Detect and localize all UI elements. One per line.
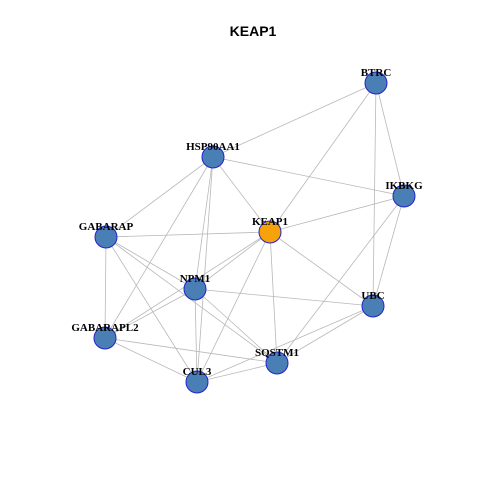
edge-gabarapl2-sqstm1 — [104, 337, 278, 364]
edge-ikbkg-keap1 — [269, 195, 405, 233]
edge-hsp90aa1-gabarapl2 — [104, 156, 214, 339]
edge-hsp90aa1-npm1 — [194, 156, 214, 290]
edge-ubc-sqstm1 — [276, 305, 374, 364]
edge-npm1-cul3 — [194, 288, 198, 383]
node-cul3[interactable]: CUL3 — [183, 366, 212, 394]
edge-gabarap-gabarapl2 — [104, 236, 107, 339]
node-label-btrc: BTRC — [361, 67, 392, 79]
edge-npm1-gabarapl2 — [104, 288, 196, 339]
node-gabarap[interactable]: GABARAP — [79, 221, 134, 249]
edge-keap1-ubc — [269, 231, 374, 307]
node-label-hsp90aa1: HSP90AA1 — [186, 141, 240, 153]
edge-npm1-sqstm1 — [194, 288, 278, 364]
node-label-gabarapl2: GABARAPL2 — [71, 322, 139, 334]
edge-gabarap-cul3 — [105, 236, 198, 383]
edge-sqstm1-cul3 — [196, 362, 278, 383]
node-circle-sqstm1[interactable] — [265, 351, 289, 375]
edge-keap1-cul3 — [196, 231, 271, 383]
edge-btrc-keap1 — [269, 82, 377, 233]
edge-ikbkg-sqstm1 — [276, 195, 405, 364]
node-gabarapl2[interactable]: GABARAPL2 — [71, 322, 139, 350]
edge-btrc-hsp90aa1 — [212, 82, 377, 158]
edge-layer — [104, 82, 405, 383]
edge-keap1-sqstm1 — [269, 231, 278, 364]
node-circle-ubc[interactable] — [361, 294, 385, 318]
node-ikbkg[interactable]: IKBKG — [385, 180, 423, 208]
edge-hsp90aa1-cul3 — [196, 156, 214, 383]
node-hsp90aa1[interactable]: HSP90AA1 — [186, 141, 240, 169]
node-btrc[interactable]: BTRC — [361, 67, 392, 95]
node-circle-btrc[interactable] — [364, 71, 388, 95]
edge-gabarapl2-cul3 — [104, 337, 198, 383]
edge-gabarap-sqstm1 — [105, 236, 278, 364]
edge-gabarap-npm1 — [105, 236, 196, 290]
node-circle-keap1[interactable] — [258, 220, 282, 244]
node-circle-ikbkg[interactable] — [392, 184, 416, 208]
node-label-keap1: KEAP1 — [252, 216, 288, 228]
node-sqstm1[interactable]: SQSTM1 — [255, 347, 299, 375]
edge-btrc-ikbkg — [375, 82, 405, 197]
node-circle-gabarap[interactable] — [94, 225, 118, 249]
node-label-gabarap: GABARAP — [79, 221, 134, 233]
node-circle-hsp90aa1[interactable] — [201, 145, 225, 169]
edge-ubc-cul3 — [196, 305, 374, 383]
edge-ikbkg-ubc — [372, 195, 405, 307]
node-label-sqstm1: SQSTM1 — [255, 347, 299, 359]
edge-hsp90aa1-keap1 — [212, 156, 271, 233]
edge-hsp90aa1-gabarap — [105, 156, 214, 238]
edge-npm1-ubc — [194, 288, 374, 307]
node-circle-cul3[interactable] — [185, 370, 209, 394]
diagram-title: KEAP1 — [230, 23, 277, 39]
edge-btrc-ubc — [372, 82, 377, 307]
edge-hsp90aa1-ikbkg — [212, 156, 405, 197]
node-npm1[interactable]: NPM1 — [180, 273, 211, 301]
node-circle-npm1[interactable] — [183, 277, 207, 301]
node-label-npm1: NPM1 — [180, 273, 211, 285]
edge-gabarap-keap1 — [105, 231, 271, 238]
node-label-ubc: UBC — [361, 290, 384, 302]
node-label-ikbkg: IKBKG — [385, 180, 423, 192]
node-keap1[interactable]: KEAP1 — [252, 216, 288, 244]
node-ubc[interactable]: UBC — [361, 290, 385, 318]
node-circle-gabarapl2[interactable] — [93, 326, 117, 350]
edge-keap1-npm1 — [194, 231, 271, 290]
node-label-cul3: CUL3 — [183, 366, 212, 378]
